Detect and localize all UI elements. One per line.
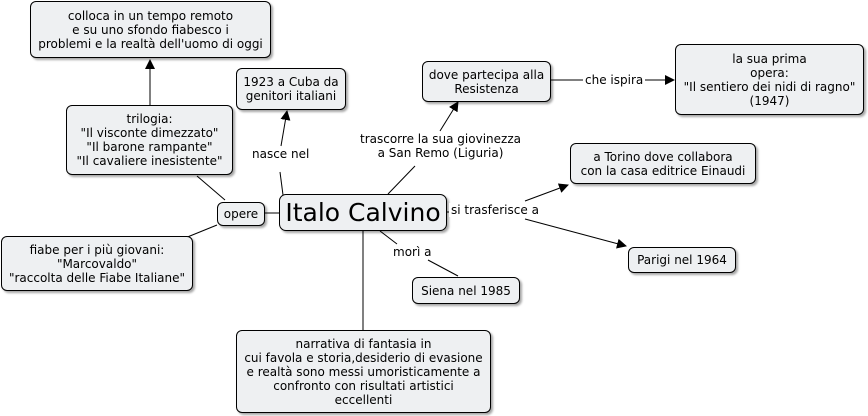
label-mori-a: morì a — [391, 245, 434, 259]
node-torino[interactable]: a Torino dove collabora con la casa edit… — [570, 143, 756, 184]
node-trilogia[interactable]: trilogia: "Il visconte dimezzato" "Il ba… — [66, 105, 233, 175]
node-remoto[interactable]: colloca in un tempo remoto e su uno sfon… — [30, 1, 271, 58]
label-che-ispira: che ispira — [583, 73, 646, 87]
node-prima-opera[interactable]: la sua prima opera: "Il sentiero dei nid… — [675, 44, 864, 115]
link-main-nasce — [279, 171, 284, 196]
link-main-trascorre — [387, 165, 416, 195]
node-resistenza[interactable]: dove partecipa alla Resistenza — [422, 61, 551, 102]
link-mori-siena — [427, 259, 459, 277]
node-parigi[interactable]: Parigi nel 1964 — [628, 247, 736, 273]
link-trascorre-resistenza — [439, 101, 459, 132]
node-opere[interactable]: opere — [217, 202, 265, 226]
node-cuba[interactable]: 1923 a Cuba da genitori italiani — [236, 68, 346, 110]
link-opere-trilogia — [196, 175, 226, 201]
label-nasce-nel: nasce nel — [250, 147, 312, 161]
node-fiabe[interactable]: fiabe per i più giovani: "Marcovaldo" "r… — [1, 236, 193, 291]
node-narrativa[interactable]: narrativa di fantasia in cui favola e st… — [236, 330, 491, 413]
link-nasce-cuba — [280, 110, 291, 147]
label-trascorre: trascorre la sua giovinezza a San Remo (… — [358, 132, 523, 160]
node-italo-calvino[interactable]: Italo Calvino — [279, 194, 447, 231]
link-trasferisce-torino — [524, 183, 569, 202]
link-opere-fiabe — [184, 224, 218, 239]
link-main-mori — [379, 230, 398, 245]
label-si-trasferisce-a: si trasferisce a — [449, 203, 541, 217]
node-siena[interactable]: Siena nel 1985 — [412, 277, 520, 304]
link-trasferisce-parigi — [524, 218, 627, 249]
